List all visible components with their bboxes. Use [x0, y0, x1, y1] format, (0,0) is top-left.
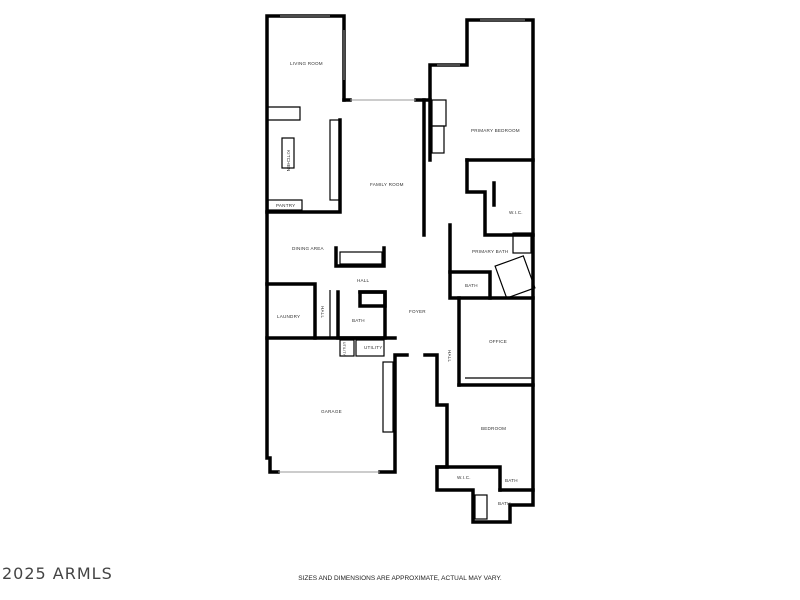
label-hall: HALL	[357, 278, 370, 283]
label-foyer: FOYER	[409, 309, 426, 314]
label-pantry: PANTRY	[276, 203, 295, 208]
label-bedroom-bath: BATH	[505, 478, 518, 483]
label-hall-office: HALL	[447, 350, 452, 363]
interior-walls	[265, 98, 536, 520]
label-bedroom: BEDROOM	[481, 426, 506, 431]
label-utility: UTILITY	[364, 345, 383, 350]
label-primary-wic: W.I.C.	[509, 210, 523, 215]
disclaimer: SIZES AND DIMENSIONS ARE APPROXIMATE, AC…	[298, 575, 502, 582]
label-living-room: LIVING ROOM	[290, 61, 323, 66]
windows-and-glass	[278, 15, 525, 473]
label-family-room: FAMILY ROOM	[370, 182, 404, 187]
watermark: 2025 ARMLS	[2, 564, 113, 583]
label-bedroom-bath-lower: BATH	[498, 501, 511, 506]
label-office: OFFICE	[489, 339, 507, 344]
label-dining-area: DINING AREA	[292, 246, 325, 251]
exterior-walls	[265, 14, 535, 524]
label-laundry: LAUNDRY	[277, 314, 300, 319]
label-hall-laundry: HALL	[320, 306, 325, 319]
label-primary-bath: PRIMARY BATH	[472, 249, 508, 254]
label-kitchen: KITCHEN	[286, 150, 291, 172]
label-utility-small: UTILITY	[342, 342, 346, 357]
label-garage: GARAGE	[321, 409, 342, 414]
label-primary-bedroom: PRIMARY BEDROOM	[471, 128, 520, 133]
label-primary-toilet-bath: BATH	[465, 283, 478, 288]
room-labels: LIVING ROOM KITCHEN PANTRY FAMILY ROOM D…	[276, 61, 523, 506]
label-hall-bath: BATH	[352, 318, 365, 323]
label-bedroom-wic: W.I.C.	[457, 475, 471, 480]
